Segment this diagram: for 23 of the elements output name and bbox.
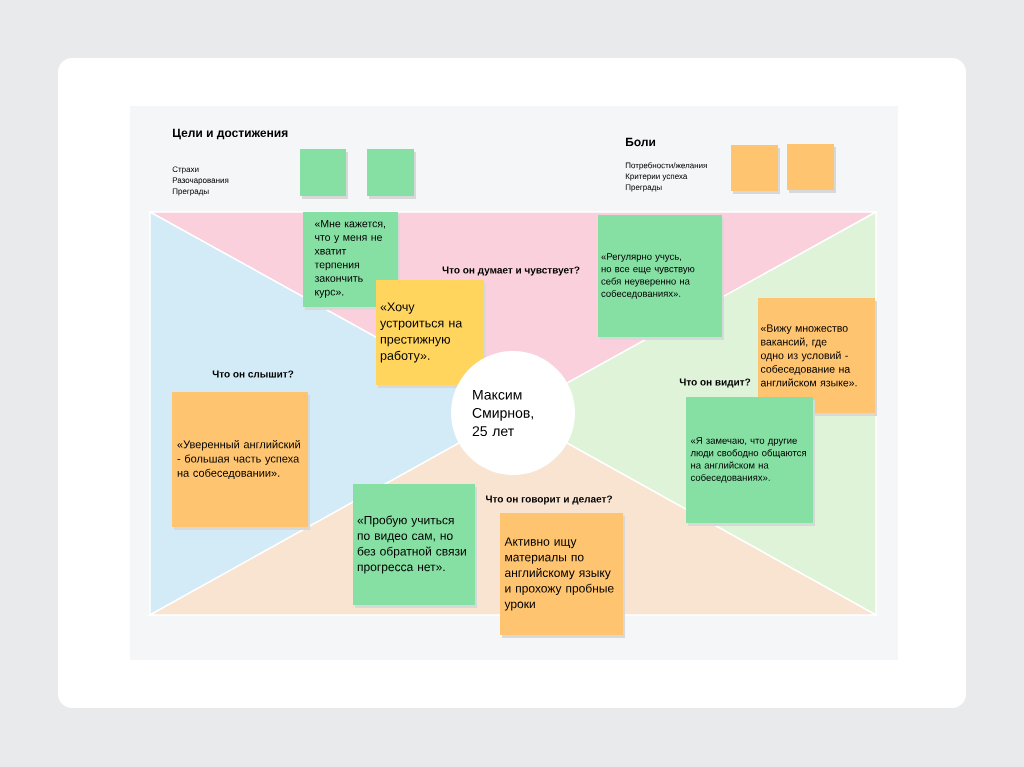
sticky-note: «Регулярно учусь, но все еще чувствую себя неуверенно на собеседованиях». xyxy=(598,215,724,340)
section-heading: Цели и достижения xyxy=(173,128,288,140)
sticky-note xyxy=(300,149,348,199)
list-item: Преграды xyxy=(172,188,209,196)
sticky-note: «Вижу множество вакансий, где одно из условий - собеседование на английском языке». xyxy=(758,298,877,416)
quadrant-heading: Что он видит? xyxy=(679,378,751,388)
list-item: Критерии успеха xyxy=(625,173,688,181)
sticky-note: «Пробую учиться по видео сам, но без обратной связи прогресса нет». xyxy=(353,484,477,608)
sticky-note: «Уверенный английский - большая часть успеха на собеседовании». xyxy=(172,392,310,530)
sticky-note xyxy=(731,145,780,194)
list-item: Разочарования xyxy=(172,177,229,185)
list-item: Преграды xyxy=(625,184,662,192)
sticky-note: «Я замечаю, что другие люди свободно общаются на английском на собеседованиях». xyxy=(686,397,815,526)
sticky-note xyxy=(787,144,836,193)
quadrant-heading: Что он слышит? xyxy=(212,370,294,378)
list-item: Потребности/желания xyxy=(625,162,707,170)
sticky-note: «Хочу устроиться на престижную работу». xyxy=(376,280,486,388)
list-item: Страхи xyxy=(172,166,199,174)
quadrant-heading: Что он думает и чувствует? xyxy=(442,266,580,276)
sticky-note: Активно ищу материалы по английскому языку и прохожу пробные уроки xyxy=(500,513,625,638)
quadrant-heading: Что он говорит и делает? xyxy=(486,495,612,505)
sticky-note xyxy=(367,149,416,199)
section-heading: Боли xyxy=(626,137,656,147)
